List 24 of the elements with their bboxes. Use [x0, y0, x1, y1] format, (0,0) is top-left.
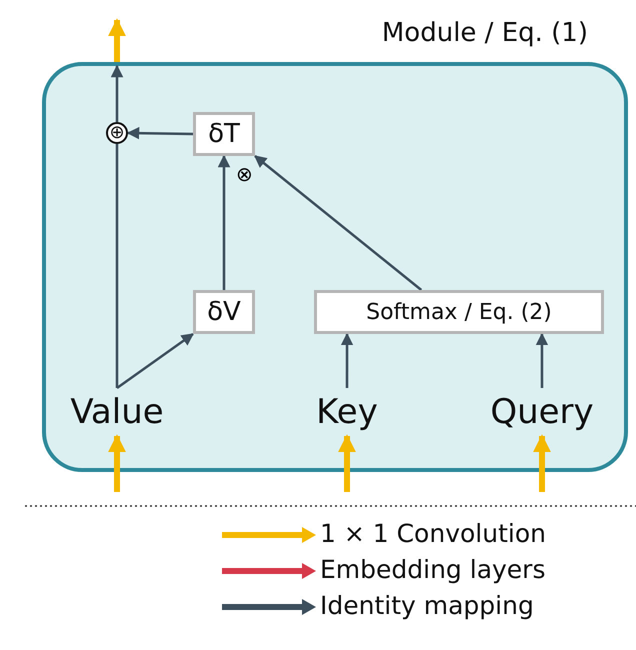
add-symbol: ⊕ [106, 122, 128, 144]
input-label: Key [302, 388, 392, 436]
legend-text: Embedding layers [320, 554, 546, 586]
arrow [533, 434, 551, 492]
arrow [108, 18, 126, 62]
arrow [108, 434, 126, 492]
arrow [536, 332, 548, 388]
arrow [254, 155, 422, 291]
module-title: Module / Eq. (1) [382, 18, 588, 48]
arrow [126, 126, 194, 140]
legend-text: 1 × 1 Convolution [320, 518, 546, 550]
legend-text: Identity mapping [320, 590, 534, 622]
multiply-symbol: ⊗ [236, 164, 253, 184]
arrow [340, 332, 354, 388]
arrow [338, 434, 356, 492]
arrow [110, 64, 124, 122]
arrow [116, 332, 194, 390]
operator-box: δV [193, 290, 255, 334]
operator-box: δT [193, 112, 255, 156]
arrow [218, 154, 230, 290]
input-label: Query [472, 388, 612, 436]
connector-line [116, 144, 118, 388]
input-label: Value [52, 388, 182, 436]
process-box: Softmax / Eq. (2) [314, 290, 604, 334]
